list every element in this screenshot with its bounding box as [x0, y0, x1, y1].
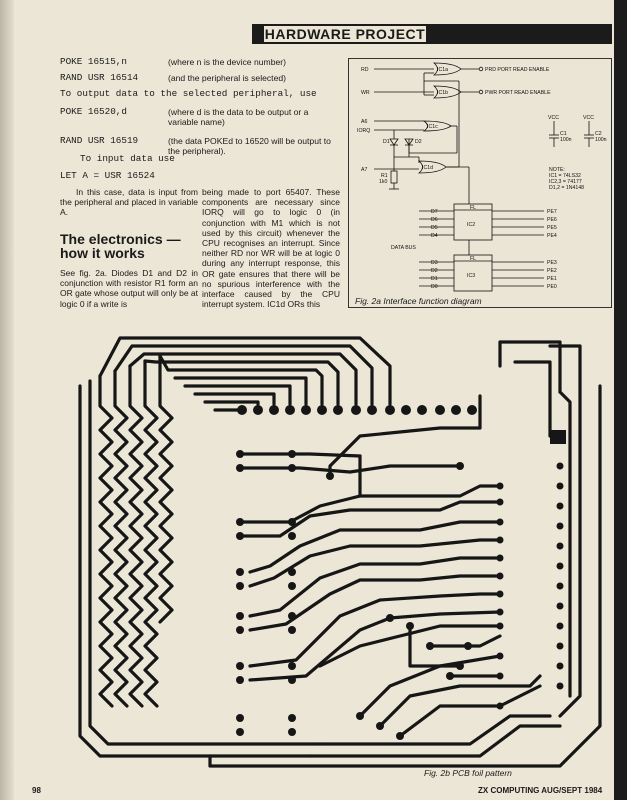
sch-ic3-fl: FL	[470, 256, 476, 262]
paragraph-iorq: being made to port 65407. These componen…	[202, 187, 340, 310]
comment-data: (where d is the data to be output or a v…	[168, 107, 309, 127]
code-rand-usr-16514: RAND USR 16514	[60, 72, 139, 83]
sch-note-d12: D1,2 = 1N4148	[549, 185, 584, 191]
sch-output-prd: PRD PORT READ ENABLE	[485, 67, 550, 73]
sch-vcc-2: VCC	[583, 115, 594, 121]
page-number: 98	[32, 786, 41, 795]
sch-gate-ic1c: IC1c	[427, 124, 438, 130]
sch-cap-c2: C2	[595, 131, 602, 137]
sch-input-a7: A7	[361, 167, 367, 173]
code-output-intro: To output data to the selected periphera…	[60, 88, 317, 99]
sch-note-title: NOTE:	[549, 167, 565, 173]
schematic-diagram: RD WR A6 IORQ A7 IC1a IC1b IC1c IC1d PRD…	[357, 62, 607, 292]
sch-d0: D0	[431, 284, 438, 290]
sch-cap-c1: C1	[560, 131, 567, 137]
sch-input-iorq: IORQ	[357, 128, 370, 134]
sch-cap-c1-value: 100n	[560, 137, 572, 143]
section-title: HARDWARE PROJECT	[262, 24, 428, 44]
sch-gate-ic1b: IC1b	[437, 90, 448, 96]
sch-input-a6: A6	[361, 119, 367, 125]
binding-gutter	[0, 0, 14, 800]
sch-resistor-value: 1k0	[379, 179, 387, 185]
paragraph-diodes: See fig. 2a. Diodes D1 and D2 in conjunc…	[60, 268, 198, 309]
code-input-intro: To input data use	[80, 153, 175, 164]
code-poke-device: POKE 16515,n	[60, 56, 127, 67]
sch-vcc-1: VCC	[548, 115, 559, 121]
sch-output-pwr: PWR PORT READ ENABLE	[485, 90, 551, 96]
sch-ic2-fl: FL	[470, 205, 476, 211]
sch-note-ic23: IC2,3 = 74177	[549, 179, 582, 185]
sch-gate-ic1d: IC1d	[422, 165, 433, 171]
sch-pe4: PE4	[547, 233, 557, 239]
sch-note-ic1: IC1 = 74LS32	[549, 173, 581, 179]
comment-device: (where n is the device number)	[168, 57, 286, 67]
paragraph-input: In this case, data is input from the per…	[60, 187, 198, 218]
sch-resistor-r1: R1	[381, 173, 388, 179]
sch-d1: D1	[431, 276, 438, 282]
pcb-foil-pattern	[78, 336, 602, 768]
sch-pe2: PE2	[547, 268, 557, 274]
sch-pe6: PE6	[547, 217, 557, 223]
sch-d4: D4	[431, 233, 438, 239]
fig-2b-caption: Fig. 2b PCB foil pattern	[424, 768, 512, 778]
sch-pe7: PE7	[547, 209, 557, 215]
code-let-a: LET A = USR 16524	[60, 170, 155, 181]
fig-2b-pcb-foil: Fig. 2b PCB foil pattern	[60, 326, 612, 786]
sch-diode-d1: D1	[383, 139, 390, 145]
sch-pe1: PE1	[547, 276, 557, 282]
magazine-footer: ZX COMPUTING AUG/SEPT 1984	[478, 786, 603, 795]
fig-2a-caption: Fig. 2a Interface function diagram	[355, 296, 482, 306]
section-heading: The electronics — how it works	[60, 231, 181, 261]
sch-input-wr: WR	[361, 90, 370, 96]
sch-pe3: PE3	[547, 260, 557, 266]
sch-diode-d2: D2	[415, 139, 422, 145]
sch-gate-ic1a: IC1a	[437, 67, 448, 73]
sch-d2: D2	[431, 268, 438, 274]
sch-cap-c2-value: 100n	[595, 137, 607, 143]
sch-input-rd: RD	[361, 67, 369, 73]
fig-2a-schematic: RD WR A6 IORQ A7 IC1a IC1b IC1c IC1d PRD…	[348, 58, 612, 308]
sch-ic3: IC3	[467, 273, 475, 279]
code-poke-data: POKE 16520,d	[60, 106, 127, 117]
sch-d7: D7	[431, 209, 438, 215]
code-rand-usr-16519: RAND USR 16519	[60, 135, 139, 146]
sch-pe0: PE0	[547, 284, 557, 290]
sch-d6: D6	[431, 217, 438, 223]
comment-output: (the data POKEd to 16520 will be output …	[168, 136, 331, 156]
sch-ic2: IC2	[467, 222, 475, 228]
sch-data-bus: DATA BUS	[391, 245, 416, 251]
sch-pe5: PE5	[547, 225, 557, 231]
sch-d3: D3	[431, 260, 438, 266]
page-edge	[614, 0, 627, 800]
comment-selected: (and the peripheral is selected)	[168, 73, 286, 83]
sch-d5: D5	[431, 225, 438, 231]
